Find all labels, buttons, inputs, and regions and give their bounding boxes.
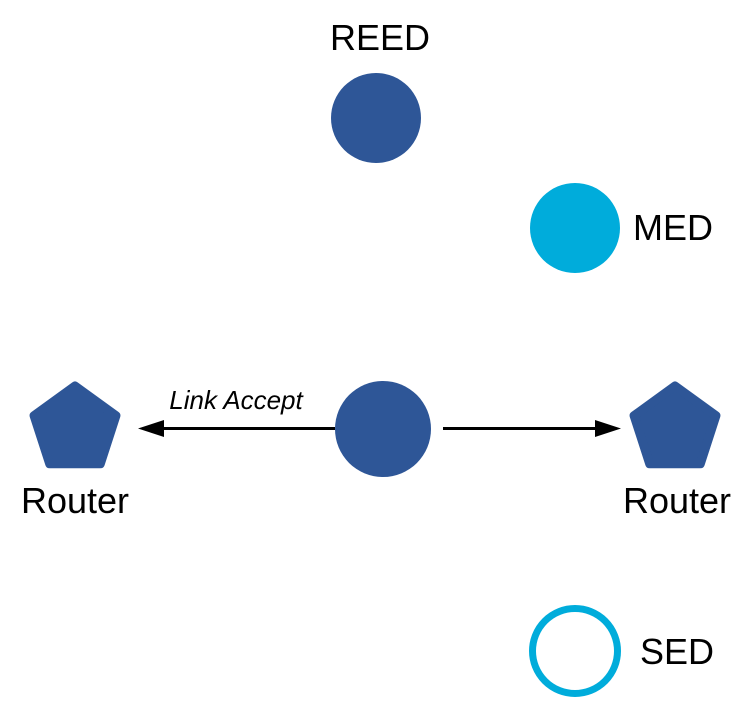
router-left-node-pentagon: [29, 381, 121, 469]
parent-circle-shape: [335, 381, 431, 477]
reed-node-circle: [331, 73, 421, 163]
med-label: MED: [633, 207, 713, 248]
med-node-circle: [530, 183, 620, 273]
link-accept-edge-label: Link Accept: [169, 385, 303, 415]
parent-node-circle: [335, 381, 431, 477]
sed-circle-shape: [529, 605, 621, 697]
router-right-pentagon-shape: [629, 381, 721, 469]
med-circle-shape: [530, 183, 620, 273]
right-edge-arrow: [443, 420, 621, 437]
sed-node-circle: [529, 605, 621, 697]
reed-circle-shape: [331, 73, 421, 163]
right-edge-arrowhead-icon: [595, 420, 621, 437]
router-left-label: Router: [20, 480, 130, 521]
link-accept-arrowhead-icon: [138, 420, 164, 437]
reed-label: REED: [329, 17, 431, 58]
link-accept-arrow: [138, 420, 335, 437]
sed-label: SED: [640, 631, 715, 672]
router-right-node-pentagon: [629, 381, 721, 469]
router-left-pentagon-shape: [29, 381, 121, 469]
router-right-label: Router: [622, 480, 732, 521]
